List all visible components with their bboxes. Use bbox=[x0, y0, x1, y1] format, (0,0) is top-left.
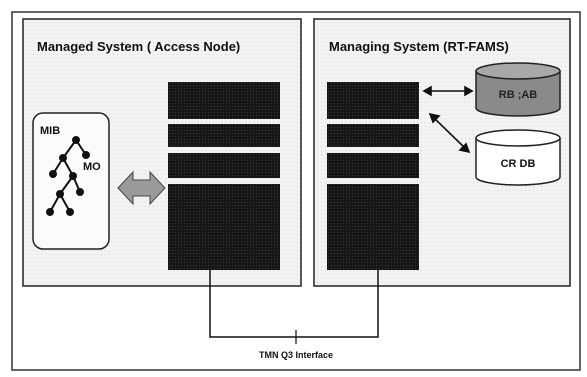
stack-block bbox=[327, 82, 419, 119]
stack-block bbox=[168, 124, 280, 147]
stack-block bbox=[327, 153, 419, 178]
mib-label: MIB bbox=[40, 125, 60, 137]
stack-block bbox=[168, 82, 280, 119]
stack-block bbox=[168, 153, 280, 178]
stack-to-cr-db-arrow-icon bbox=[428, 112, 471, 154]
mo-label: MO bbox=[83, 161, 101, 173]
stack-block bbox=[168, 184, 280, 270]
managed-protocol-stack bbox=[168, 82, 280, 270]
tmn-q3-connection-line bbox=[209, 270, 379, 338]
rb-ab-database-icon bbox=[475, 62, 561, 117]
stack-block bbox=[327, 124, 419, 147]
tmn-q3-interface-label: TMN Q3 Interface bbox=[259, 350, 333, 360]
rb-ab-database-label: RB ;AB bbox=[499, 89, 538, 101]
double-arrow-icon bbox=[117, 170, 166, 206]
cr-database-icon bbox=[475, 129, 561, 186]
managing-protocol-stack bbox=[327, 82, 419, 270]
cr-database-label: CR DB bbox=[501, 158, 536, 170]
stack-to-rb-ab-arrow-icon bbox=[422, 85, 474, 97]
stack-block bbox=[327, 184, 419, 270]
managing-system-title: Managing System (RT-FAMS) bbox=[329, 39, 509, 54]
managed-system-title: Managed System ( Access Node) bbox=[37, 39, 240, 54]
mib-tree-icon bbox=[46, 136, 90, 216]
